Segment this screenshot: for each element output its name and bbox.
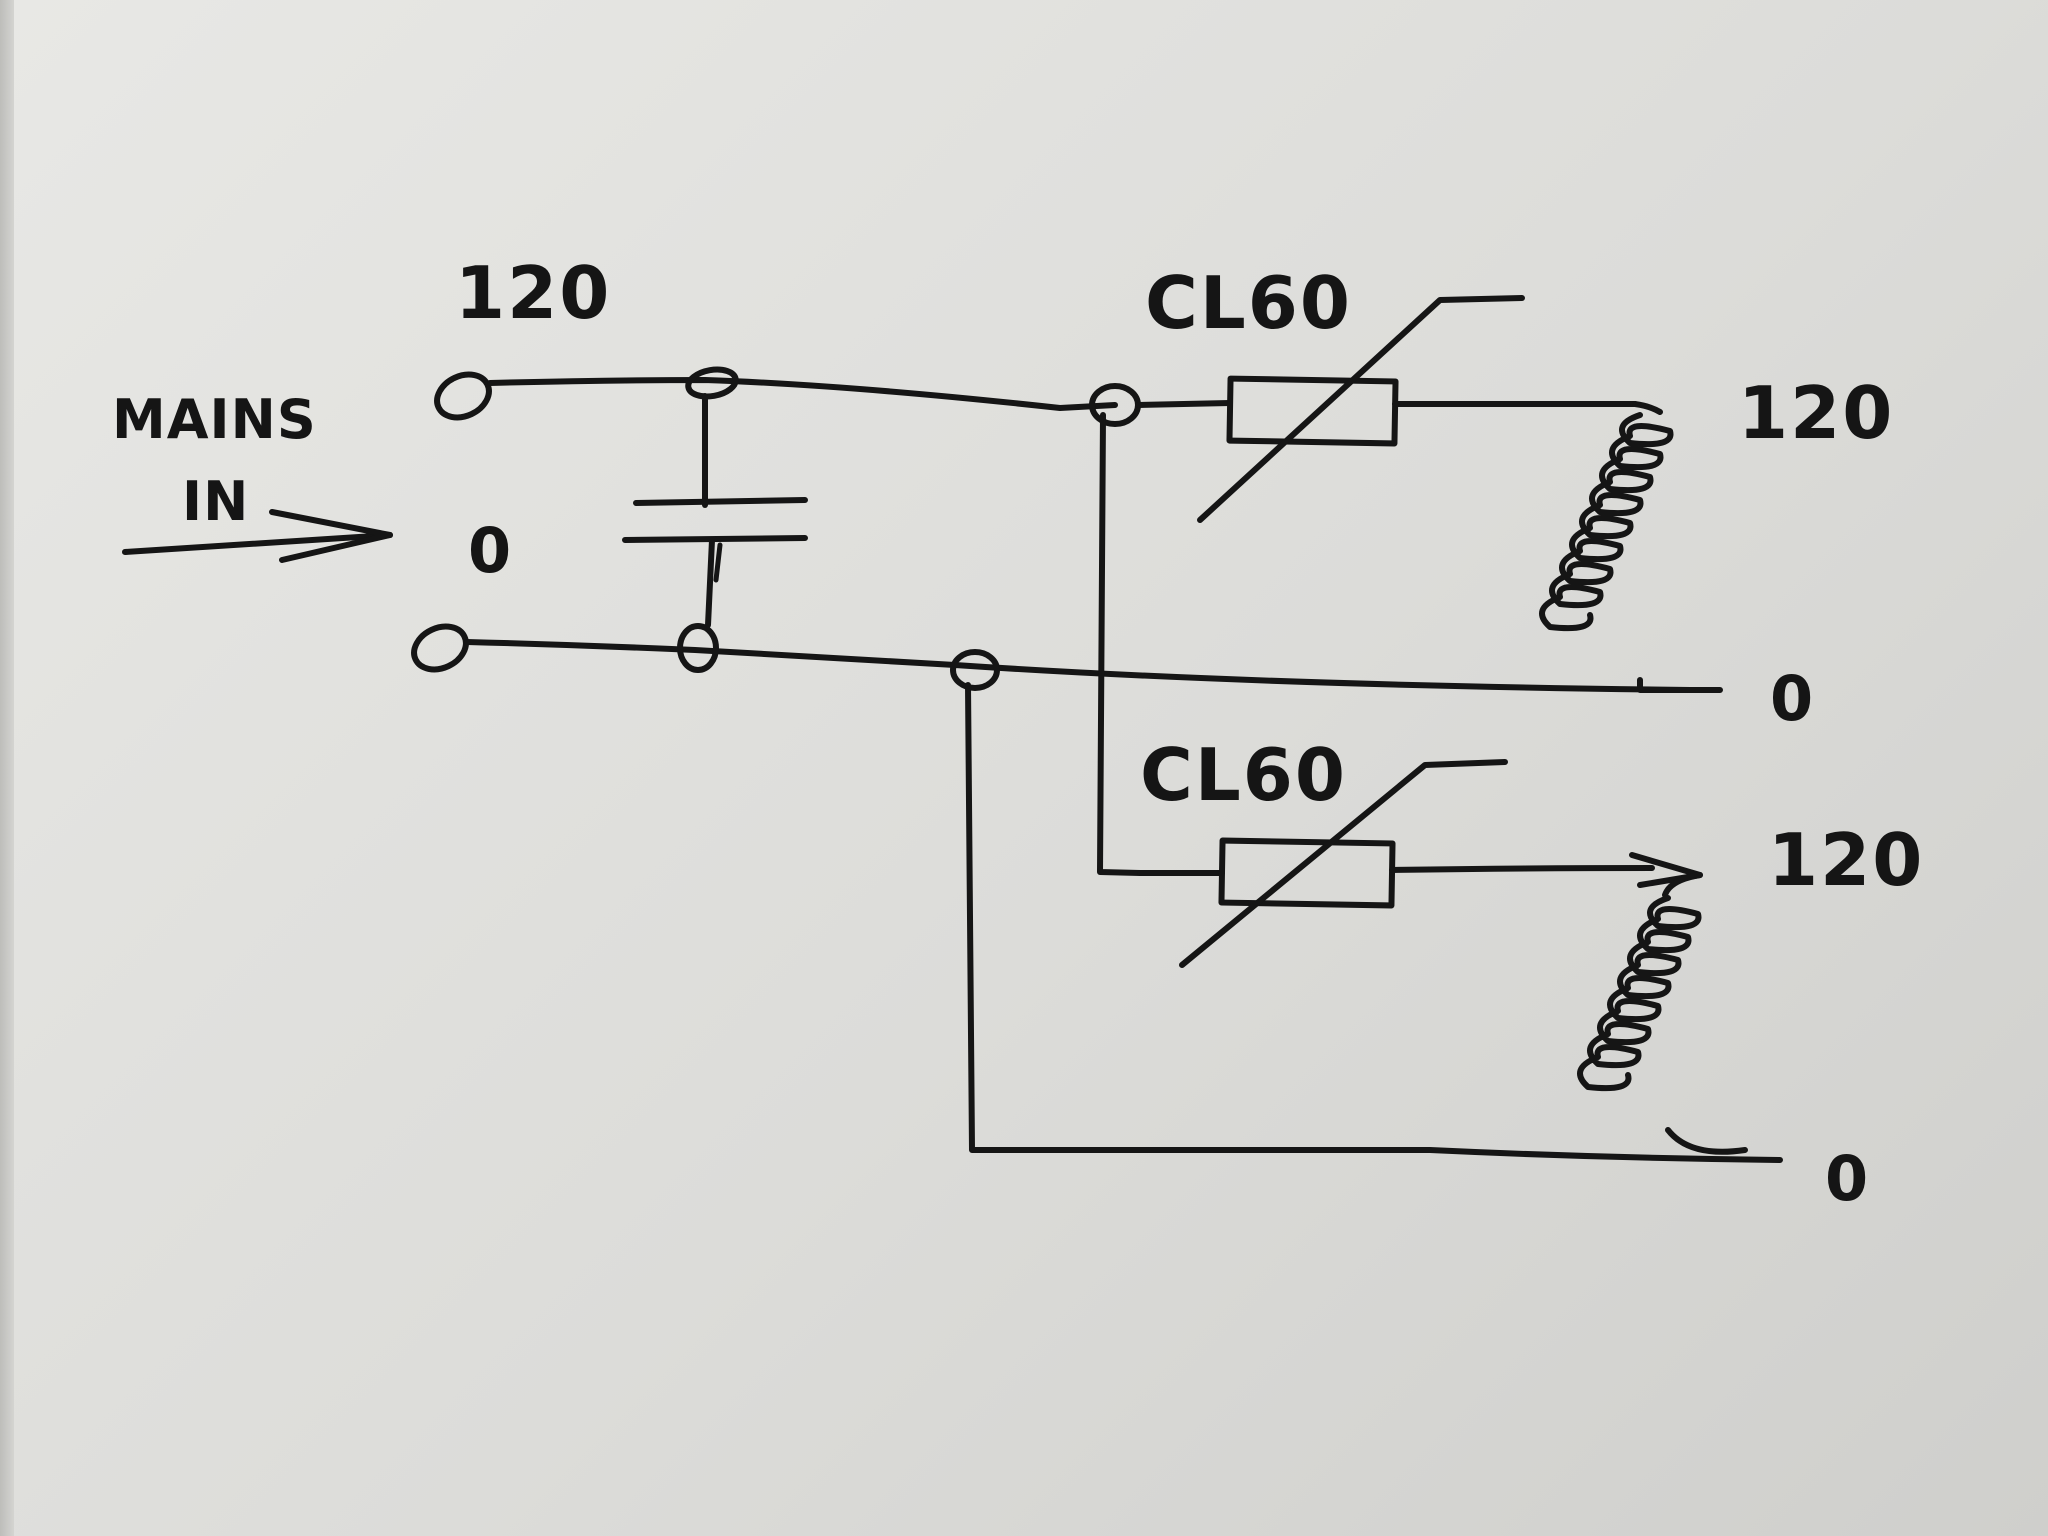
junction-neutral-split (950, 649, 1000, 691)
bottom-thermistor-label: CL60 (1140, 733, 1347, 817)
top-transformer-coil (1539, 401, 1723, 693)
in-label: IN (182, 470, 249, 533)
bottom-output-neutral-label: 0 (1825, 1142, 1869, 1215)
input-hot-label: 120 (455, 251, 611, 335)
mains-label: MAINS (112, 388, 317, 451)
junction-cap-top (685, 366, 739, 400)
bottom-transformer-coil (1577, 872, 1748, 1155)
neutral-wire (464, 639, 1693, 693)
mains-in-arrow (122, 509, 393, 563)
top-thermistor (1135, 295, 1638, 523)
top-thermistor-label: CL60 (1145, 261, 1352, 345)
neutral-branch-vertical (965, 682, 1783, 1163)
junction-cap-bottom (677, 623, 719, 673)
hot-wire (487, 377, 1118, 411)
input-terminal-neutral (411, 623, 469, 673)
top-output-neutral-label: 0 (1770, 662, 1814, 735)
input-terminal-hot (434, 371, 492, 421)
paper-edge (0, 0, 14, 1536)
input-neutral-label: 0 (468, 514, 512, 587)
hot-branch-vertical (1097, 412, 1143, 876)
capacitor (622, 393, 808, 628)
bottom-output-hot-label: 120 (1768, 818, 1924, 902)
top-output-hot-label: 120 (1738, 371, 1894, 455)
